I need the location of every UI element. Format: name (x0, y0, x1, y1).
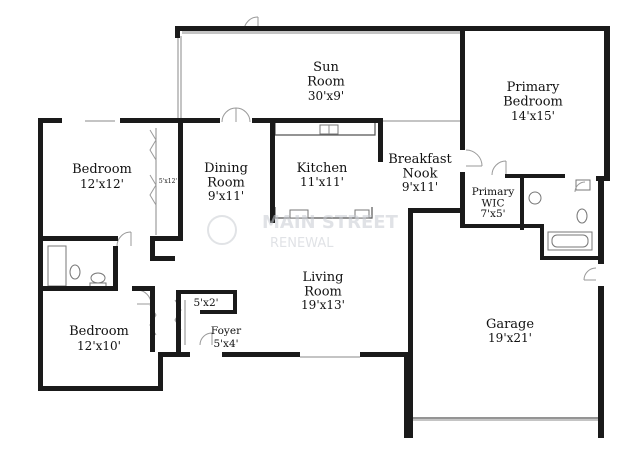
walls (38, 26, 610, 438)
watermark-logo-icon (207, 215, 237, 245)
room-dim-kitchen: 11'x11' (300, 175, 344, 189)
room-dim-bedroom-1: 12'x12' (80, 177, 124, 191)
watermark: MAIN STREET RENEWAL (207, 212, 399, 251)
room-dim-primary-bedroom: 14'x15' (511, 109, 555, 123)
doors (116, 16, 597, 346)
room-dim-primary-wic: 7'x5' (480, 208, 505, 220)
watermark-line2: RENEWAL (270, 236, 334, 251)
room-name-foyer: Foyer (211, 325, 242, 337)
room-dim-garage: 19'x21' (488, 331, 532, 345)
room-dim-breakfast-nook: 9'x11' (402, 180, 438, 194)
room-dim-dining-room: 9'x11' (208, 189, 244, 203)
room-dim-sun-room: 30'x9' (308, 89, 344, 103)
room-dim-foyer: 5'x4' (213, 338, 238, 350)
room-dim-living-room: 19'x13' (301, 298, 345, 312)
room-name-garage: Garage (486, 317, 534, 332)
room-name-bedroom-1: Bedroom (72, 162, 132, 177)
room-dim-bedroom-2: 12'x10' (77, 339, 121, 353)
room-name-bedroom-2: Bedroom (69, 324, 129, 339)
watermark-line1: MAIN STREET (262, 212, 399, 233)
room-name-kitchen: Kitchen (297, 161, 348, 176)
room-dim-closet-small: 5'x12' (159, 178, 177, 185)
room-dim-foyer-closet: 5'x2' (193, 297, 218, 309)
